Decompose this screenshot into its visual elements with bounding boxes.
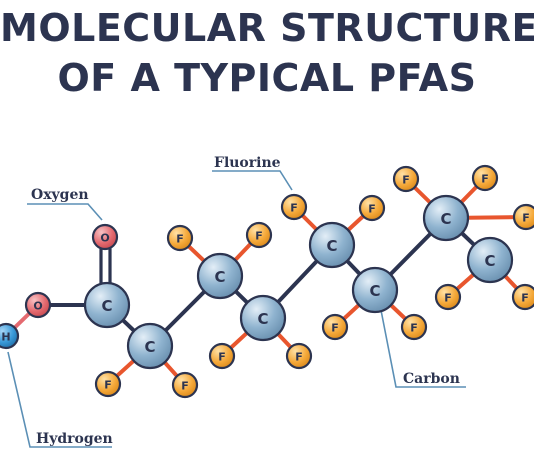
atoms: C C C C C C C C F F F F F F F F F F F F F F F O O H xyxy=(0,164,534,399)
oxygen-atom-symbol: O xyxy=(33,300,42,313)
carbon-atom-symbol: C xyxy=(257,310,268,328)
fluorine-atom: F xyxy=(321,313,349,341)
fluorine-atom: F xyxy=(280,193,308,221)
label-oxygen: Oxygen xyxy=(31,187,89,203)
fluorine-atom-sphere xyxy=(434,283,462,311)
carbon-atom-sphere xyxy=(351,266,399,314)
fluorine-atom-sphere xyxy=(471,164,499,192)
fluorine-atom-symbol: F xyxy=(522,212,530,225)
fluorine-atom-sphere xyxy=(280,193,308,221)
fluorine-atom-symbol: F xyxy=(290,202,298,215)
fluorine-atom-sphere xyxy=(245,221,273,249)
fluorine-atom-symbol: F xyxy=(410,322,418,335)
fluorine-atom: F xyxy=(511,283,534,311)
carbon-atom: C xyxy=(466,236,514,284)
label-hydrogen: Hydrogen xyxy=(36,431,113,447)
fluorine-atom-symbol: F xyxy=(295,351,303,364)
hydrogen-atom: H xyxy=(0,322,20,350)
fluorine-atom-symbol: F xyxy=(104,379,112,392)
leader-oxygen xyxy=(27,203,103,221)
carbon-atom-symbol: C xyxy=(144,338,155,356)
carbon-atom-symbol: C xyxy=(440,210,451,228)
fluorine-atom: F xyxy=(434,283,462,311)
hydrogen-atom-sphere xyxy=(0,322,20,350)
fluorine-atom-symbol: F xyxy=(218,351,226,364)
fluorine-atom: F xyxy=(471,164,499,192)
fluorine-atom: F xyxy=(245,221,273,249)
carbon-atom-symbol: C xyxy=(214,268,225,286)
carbon-atom-sphere xyxy=(239,294,287,342)
carbon-atom-sphere xyxy=(308,221,356,269)
carbon-atom: C xyxy=(239,294,287,342)
fluorine-atom-symbol: F xyxy=(181,380,189,393)
carbon-atom: C xyxy=(351,266,399,314)
fluorine-atom-sphere xyxy=(511,283,534,311)
label-fluorine: Fluorine xyxy=(214,155,281,171)
fluorine-atom-sphere xyxy=(166,224,194,252)
fluorine-atom-sphere xyxy=(400,313,428,341)
label-carbon: Carbon xyxy=(403,371,460,387)
carbon-atom-symbol: C xyxy=(101,297,112,315)
fluorine-atom-sphere xyxy=(285,342,313,370)
fluorine-atom: F xyxy=(94,370,122,398)
fluorine-atom: F xyxy=(392,165,420,193)
fluorine-atom: F xyxy=(208,342,236,370)
fluorine-atom: F xyxy=(166,224,194,252)
carbon-atom-symbol: C xyxy=(369,282,380,300)
oxygen-atom: O xyxy=(91,223,119,251)
leader-fluorine xyxy=(212,170,293,191)
oxygen-atom-sphere xyxy=(91,223,119,251)
fluorine-atom-sphere xyxy=(171,371,199,399)
fluorine-atom: F xyxy=(358,194,386,222)
carbon-atom-sphere xyxy=(83,281,131,329)
carbon-atom-symbol: C xyxy=(484,252,495,270)
fluorine-atom-symbol: F xyxy=(481,173,489,186)
carbon-atom-sphere xyxy=(196,252,244,300)
leader-lines xyxy=(7,170,466,448)
fluorine-atom-sphere xyxy=(94,370,122,398)
carbon-atom-sphere xyxy=(466,236,514,284)
fluorine-atom: F xyxy=(400,313,428,341)
fluorine-atom-sphere xyxy=(321,313,349,341)
carbon-atom: C xyxy=(196,252,244,300)
oxygen-atom-sphere xyxy=(24,291,52,319)
fluorine-atom-symbol: F xyxy=(521,292,529,305)
oxygen-atom-symbol: O xyxy=(100,232,109,245)
hydrogen-atom-symbol: H xyxy=(1,331,10,344)
carbon-atom-symbol: C xyxy=(326,237,337,255)
fluorine-atom-symbol: F xyxy=(176,233,184,246)
fluorine-atom: F xyxy=(285,342,313,370)
carbon-atom-sphere xyxy=(422,194,470,242)
leader-hydrogen xyxy=(7,351,112,448)
fluorine-atom-symbol: F xyxy=(444,292,452,305)
carbon-atom: C xyxy=(308,221,356,269)
fluorine-atom-sphere xyxy=(208,342,236,370)
fluorine-atom-symbol: F xyxy=(402,174,410,187)
carbon-atom: C xyxy=(422,194,470,242)
fluorine-atom-sphere xyxy=(512,203,534,231)
carbon-atom: C xyxy=(83,281,131,329)
fluorine-atom: F xyxy=(171,371,199,399)
fluorine-atom-sphere xyxy=(358,194,386,222)
fluorine-atom-sphere xyxy=(392,165,420,193)
fluorine-atom-symbol: F xyxy=(368,203,376,216)
title-line-2: OF A TYPICAL PFAS xyxy=(57,56,477,100)
leader-carbon xyxy=(379,304,466,388)
carbon-atom-sphere xyxy=(126,322,174,370)
title-line-1: MOLECULAR STRUCTURE xyxy=(0,6,534,50)
carbon-atom: C xyxy=(126,322,174,370)
fluorine-atom: F xyxy=(512,203,534,231)
fluorine-atom-symbol: F xyxy=(255,230,263,243)
fluorine-atom-symbol: F xyxy=(331,322,339,335)
oxygen-atom: O xyxy=(24,291,52,319)
